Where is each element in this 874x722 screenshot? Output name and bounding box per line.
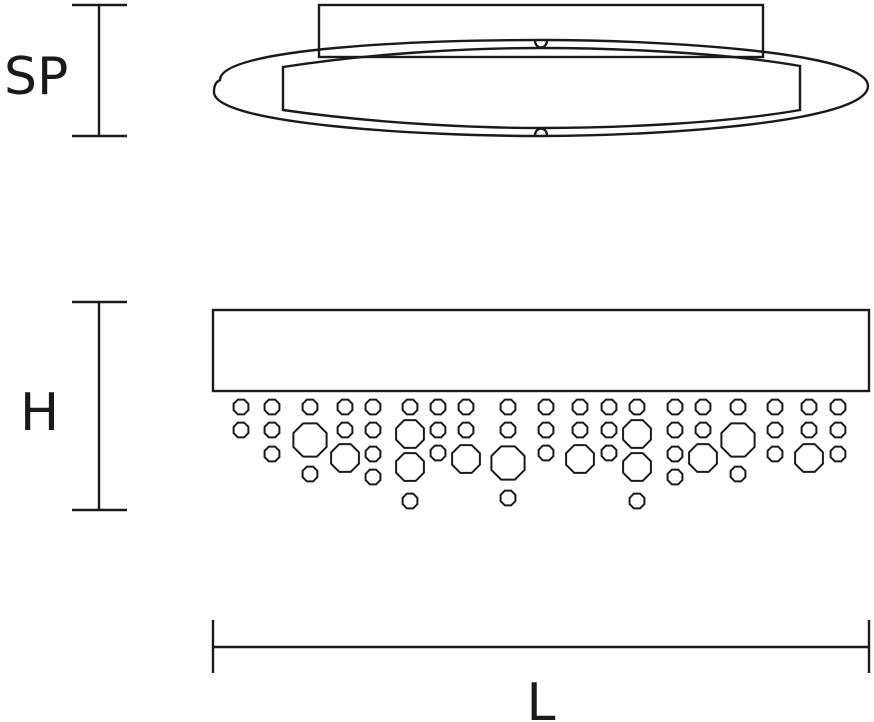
crystal-drop	[457, 421, 475, 439]
crystal-drop	[829, 445, 847, 463]
crystal-drop	[829, 421, 847, 439]
h-dimension	[72, 300, 127, 512]
crystal-drop	[263, 398, 281, 416]
crystal-drop	[766, 445, 784, 463]
l-dimension	[211, 620, 871, 673]
crystal-drop	[263, 445, 281, 463]
crystal-drop	[600, 421, 618, 439]
crystal-drop	[800, 398, 818, 416]
crystal-drop	[401, 492, 419, 510]
crystal-drop	[429, 444, 447, 462]
crystal-drop	[829, 398, 847, 416]
crystal-drops	[232, 398, 847, 510]
crystal-drop	[688, 443, 718, 473]
crystal-drop	[600, 398, 618, 416]
crystal-drop	[232, 421, 250, 439]
h-label: H	[20, 383, 59, 443]
crystal-drop	[232, 398, 250, 416]
lamp-body	[211, 308, 871, 393]
crystal-drop	[766, 421, 784, 439]
crystal-drop	[336, 398, 354, 416]
crystal-drop	[490, 445, 526, 481]
crystal-drop	[364, 421, 382, 439]
crystal-drop	[395, 452, 425, 482]
crystal-drop	[499, 421, 517, 439]
l-label: L	[527, 673, 556, 722]
crystal-drop	[571, 421, 589, 439]
crystal-drop	[499, 489, 517, 507]
sp-label: SP	[4, 47, 68, 107]
top-notch	[533, 39, 549, 49]
crystal-drop	[720, 422, 756, 458]
sp-dimension	[72, 3, 127, 138]
crystal-drop	[666, 398, 684, 416]
bottom-notch	[533, 127, 549, 137]
crystal-drop	[364, 445, 382, 463]
body-outer-outline	[212, 38, 870, 138]
crystal-drop	[571, 398, 589, 416]
front-view: H	[20, 300, 871, 512]
crystal-drop	[729, 398, 747, 416]
crystal-drop	[364, 468, 382, 486]
mounting-plate	[317, 3, 765, 59]
crystal-drop	[499, 398, 517, 416]
crystal-drop	[622, 452, 652, 482]
crystal-drop	[429, 398, 447, 416]
crystal-drop	[537, 421, 555, 439]
crystal-drop	[694, 398, 712, 416]
crystal-drop	[565, 444, 595, 474]
crystal-drop	[694, 421, 712, 439]
crystal-drop	[301, 398, 319, 416]
crystal-drop	[766, 398, 784, 416]
crystal-drop	[301, 465, 319, 483]
crystal-drop	[622, 419, 652, 449]
crystal-drop	[666, 421, 684, 439]
crystal-drop	[794, 443, 824, 473]
crystal-drop	[666, 468, 684, 486]
crystal-drop	[336, 421, 354, 439]
crystal-drop	[537, 444, 555, 462]
crystal-drop	[628, 398, 646, 416]
crystal-drop	[451, 444, 481, 474]
crystal-drop	[666, 445, 684, 463]
crystal-drop	[401, 398, 419, 416]
crystal-drop	[364, 398, 382, 416]
crystal-drop	[429, 421, 447, 439]
crystal-drop	[263, 421, 281, 439]
crystal-drop	[292, 422, 328, 458]
crystal-drop	[729, 465, 747, 483]
crystal-drop	[628, 492, 646, 510]
top-view: SP	[4, 3, 870, 138]
crystal-drop	[330, 443, 360, 473]
crystal-drop	[537, 398, 555, 416]
crystal-drop	[600, 444, 618, 462]
crystal-drop	[457, 398, 475, 416]
inner-glass-outline	[281, 46, 802, 130]
crystal-drop	[800, 421, 818, 439]
crystal-drop	[395, 419, 425, 449]
